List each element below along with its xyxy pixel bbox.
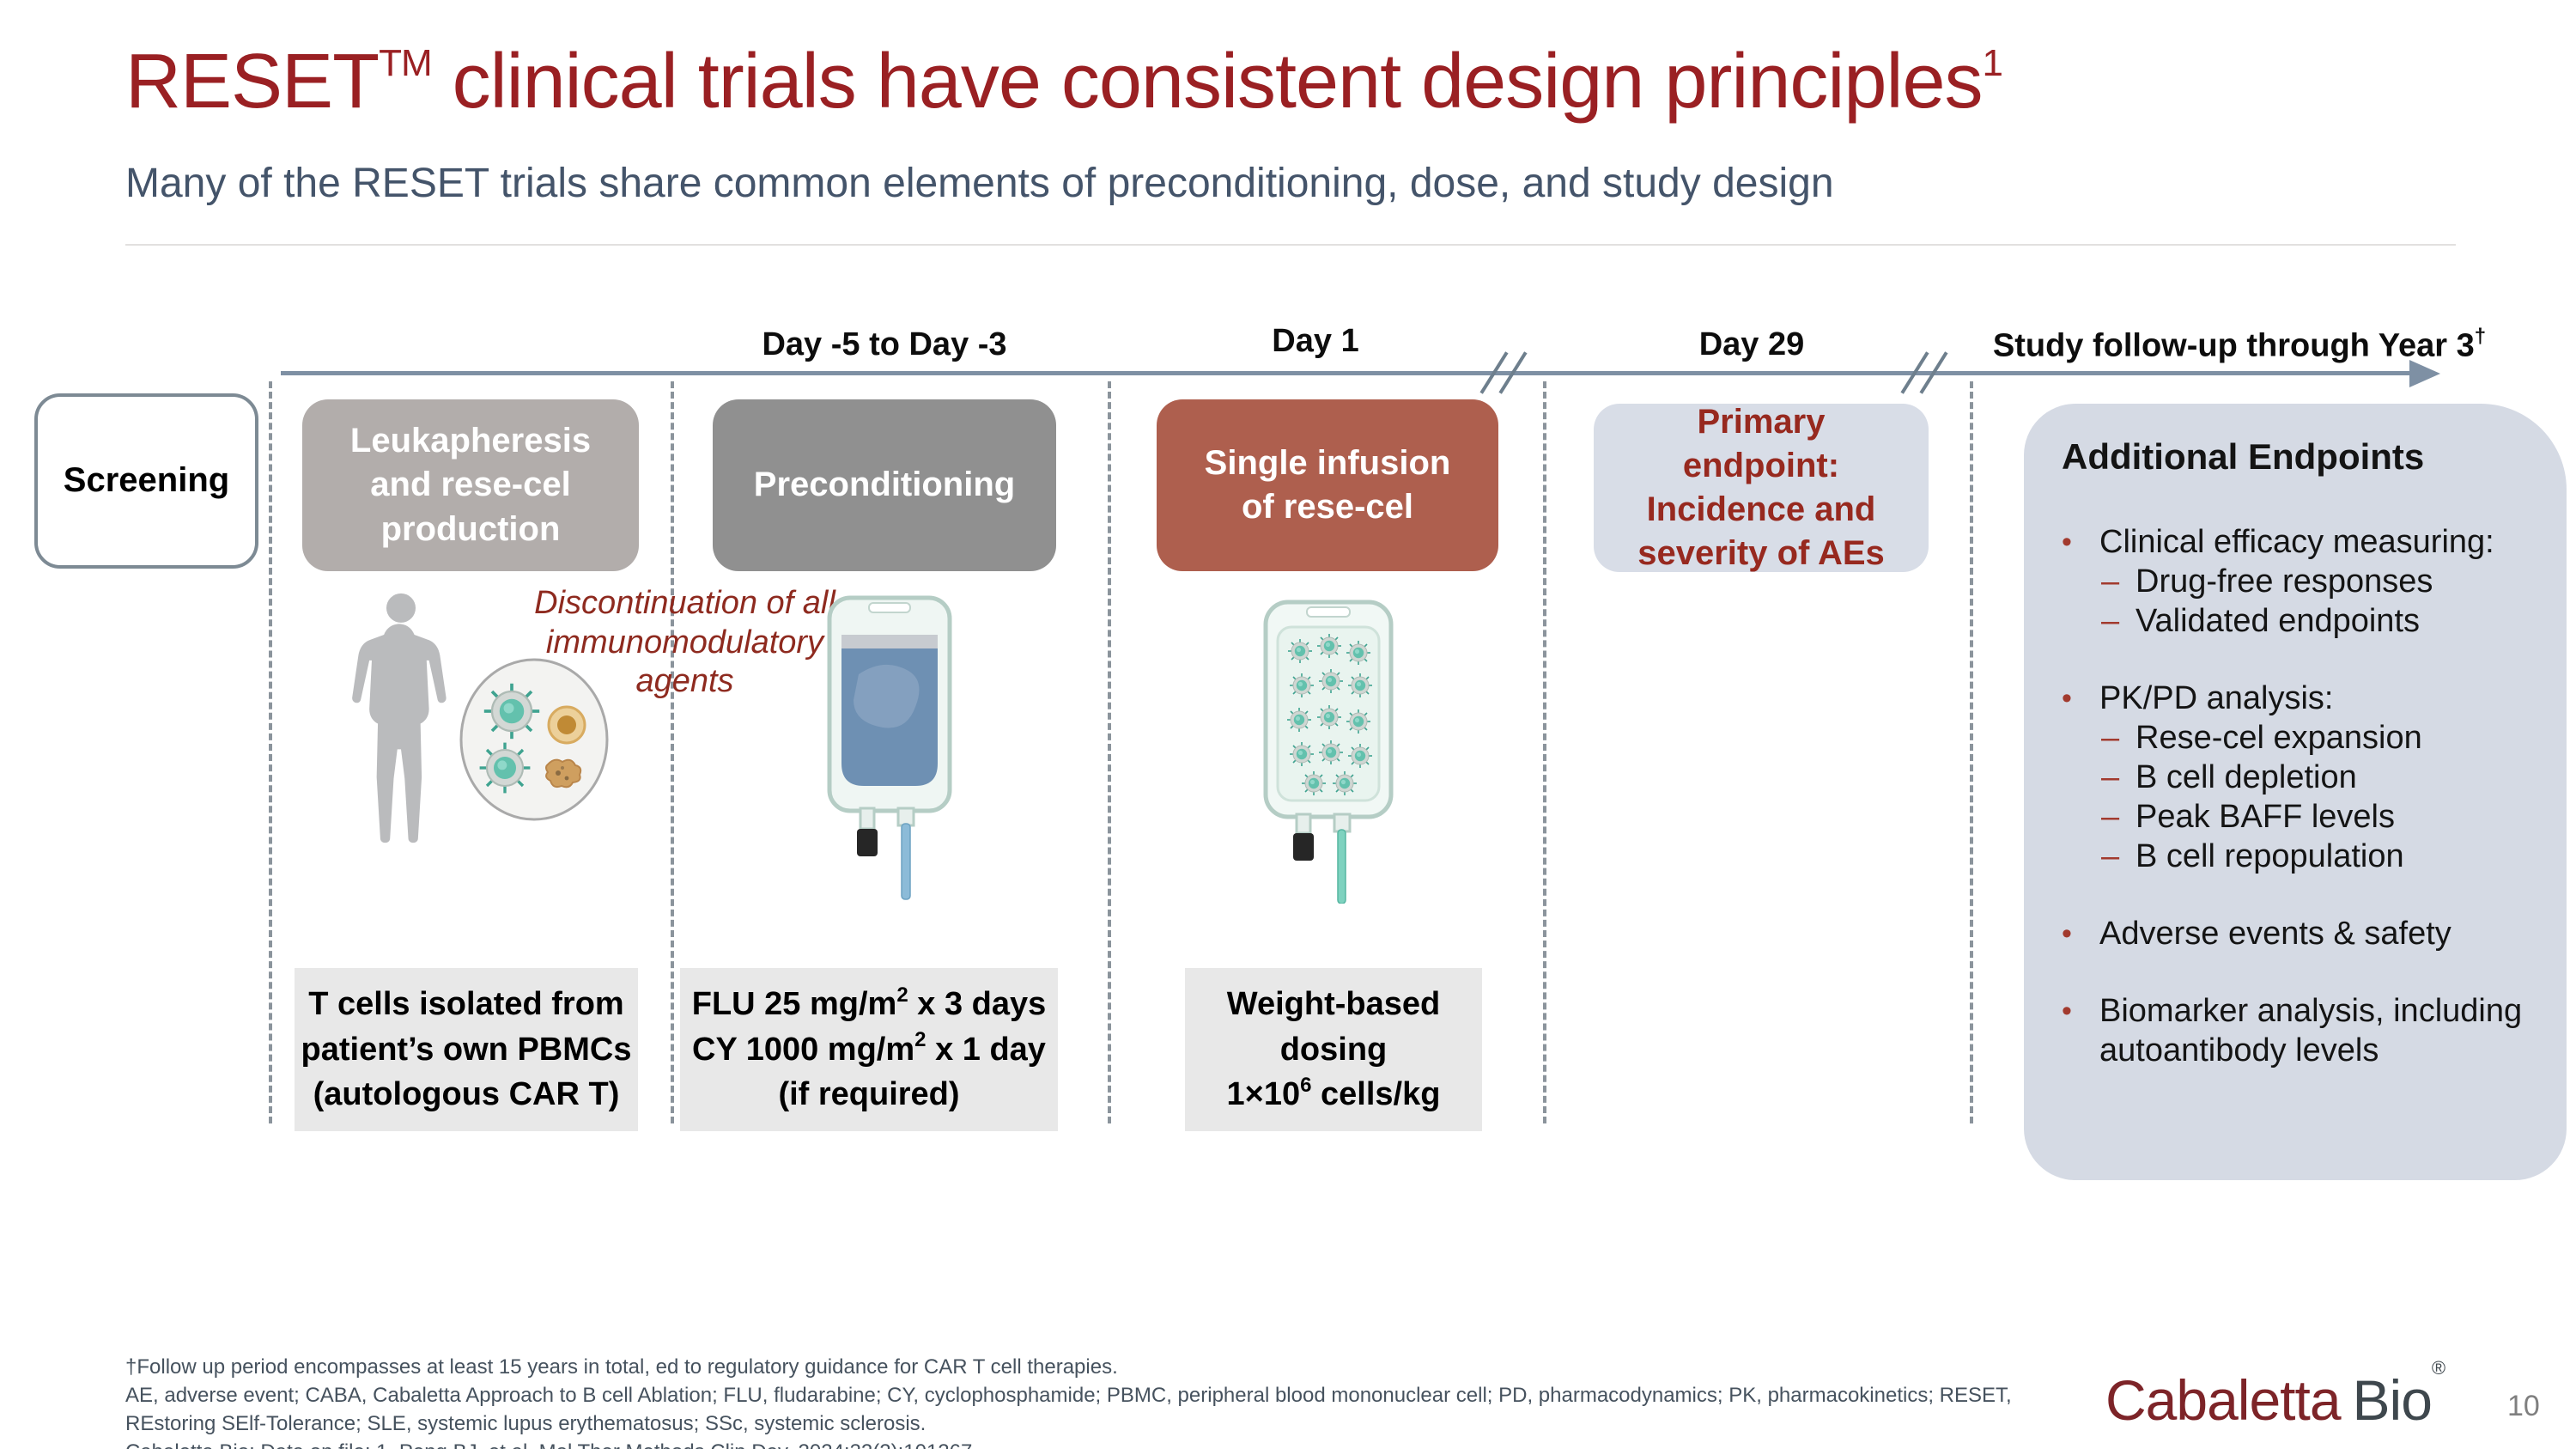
footnote-line: †Follow up period encompasses at least 1… [125, 1355, 1118, 1379]
endpoint-group: •PK/PD analysis: –Rese-cel expansion –B … [2062, 679, 2529, 876]
endpoint-sub-item: Validated endpoints [2136, 603, 2420, 639]
title-main: RESET [125, 39, 380, 125]
weight-detail-box: Weight-based dosing 1×106 cells/kg [1185, 968, 1482, 1131]
discontinuation-note: Discontinuation of all immunomodulatory … [534, 585, 835, 700]
dashed-separator [1108, 381, 1111, 1123]
endpoint-group: • Biomarker analysis, including autoantib… [2062, 991, 2529, 1070]
registered-mark-icon: ® [2431, 1357, 2445, 1379]
bullet-icon: • [2062, 526, 2072, 558]
endpoint-label: Clinical efficacy measuring: [2099, 524, 2494, 560]
cell-bag-icon [1263, 600, 1394, 904]
bullet-icon: • [2062, 682, 2072, 715]
page-title: RESETTM clinical trials have consistent … [125, 38, 2004, 126]
footnote-line: REstoring SElf-Tolerance; SLE, systemic … [125, 1411, 927, 1435]
endpoint-group: • Clinical efficacy measuring: –Drug-free… [2062, 522, 2529, 641]
dash-icon: – [2101, 720, 2120, 756]
dagger-superscript: † [2474, 325, 2487, 348]
dash-icon: – [2101, 838, 2120, 874]
timeline-break-icon [1479, 349, 1532, 397]
tcell-detail-box: T cells isolated from patient’s own PBMC… [295, 968, 638, 1131]
page-number: 10 [2507, 1390, 2540, 1422]
endpoint-sub-item: B cell depletion [2136, 759, 2357, 795]
dashed-separator [671, 381, 674, 1123]
footnote-line: AE, adverse event; CABA, Cabaletta Appro… [125, 1383, 2012, 1407]
endpoint-sub-item: Drug-free responses [2136, 563, 2433, 600]
timeline-arrowhead-icon [2409, 360, 2440, 387]
header-divider [125, 244, 2456, 246]
timeline-label-followup: Study follow-up through Year 3† [1992, 325, 2487, 364]
dashed-separator [269, 381, 272, 1123]
footnote-line: Cabaletta Bio: Data on file; 1. Peng BJ,… [125, 1439, 2126, 1449]
screening-box: Screening [34, 393, 258, 569]
timeline-arrow-line [281, 371, 2414, 375]
timeline-label-day-1: Day 1 [1272, 323, 1359, 359]
dash-icon: – [2101, 563, 2120, 600]
dashed-separator [1970, 381, 1973, 1123]
timeline-break-icon [1900, 349, 1953, 397]
infusion-box: Single infusion of rese-cel [1157, 399, 1498, 571]
additional-endpoints-panel: Additional Endpoints • Clinical efficacy … [2024, 404, 2567, 1180]
endpoint-sub-item: Peak BAFF levels [2136, 799, 2395, 835]
dashed-separator [1543, 381, 1546, 1123]
dash-icon: – [2101, 603, 2120, 639]
logo-bio-text: Bio [2352, 1368, 2433, 1432]
endpoints-title: Additional Endpoints [2062, 436, 2425, 477]
endpoint-sub-item: B cell repopulation [2136, 838, 2404, 874]
dash-icon: – [2101, 799, 2120, 835]
bullet-icon: • [2062, 995, 2072, 1027]
timeline-label-day-29: Day 29 [1698, 326, 1805, 362]
title-rest: clinical trials have consistent design p… [431, 39, 1984, 125]
subtitle: Many of the RESET trials share common el… [125, 161, 1834, 206]
title-reference-superscript: 1 [1982, 42, 2004, 84]
preconditioning-box: Preconditioning [713, 399, 1056, 571]
footnotes: †Follow up period encompasses at least 1… [125, 1354, 2126, 1449]
dash-icon: – [2101, 759, 2120, 795]
trademark-superscript: TM [379, 42, 433, 84]
person-icon [352, 593, 447, 843]
timeline-label-day-5-to-3: Day -5 to Day -3 [762, 326, 1007, 362]
endpoint-group: • Adverse events & safety [2062, 914, 2529, 953]
bullet-icon: • [2062, 917, 2072, 950]
endpoint-label: PK/PD analysis: [2099, 680, 2334, 716]
logo-brand-text: Cabaletta [2105, 1368, 2342, 1432]
primary-endpoint-box: Primary endpoint: Incidence and severity… [1594, 403, 1929, 572]
endpoint-label: Biomarker analysis, including autoantibo… [2099, 993, 2523, 1068]
endpoint-sub-item: Rese-cel expansion [2136, 720, 2422, 756]
leukapheresis-box: Leukapheresis and rese-cel production [302, 399, 639, 571]
dosing-detail-box: FLU 25 mg/m2 x 3 days CY 1000 mg/m2 x 1 … [680, 968, 1058, 1131]
endpoint-label: Adverse events & safety [2099, 916, 2451, 952]
